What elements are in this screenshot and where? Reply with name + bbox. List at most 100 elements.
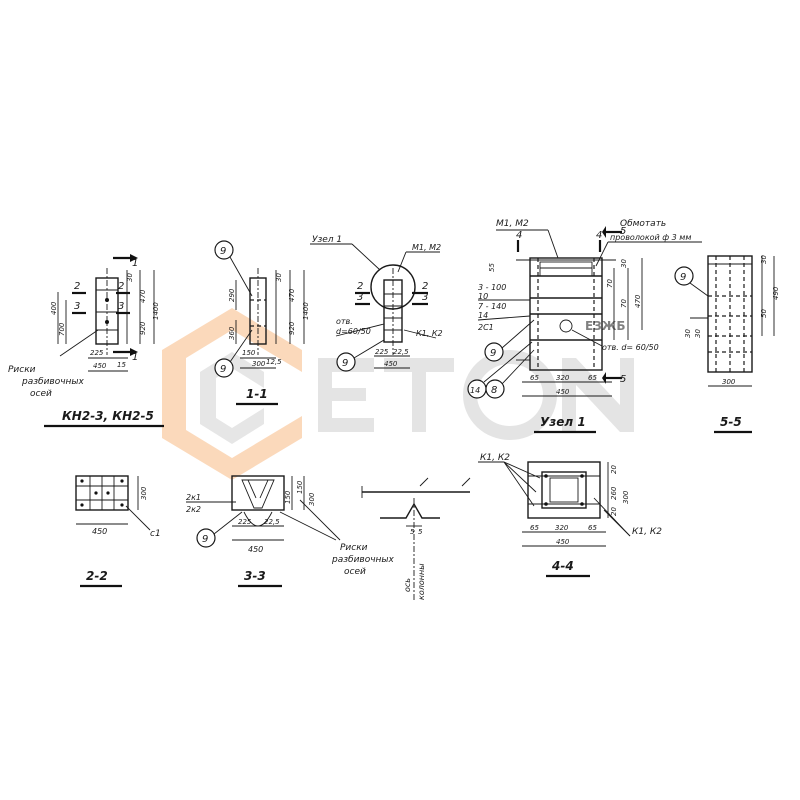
dim-450: 450: [93, 362, 107, 370]
dim-5-b: 5: [418, 528, 423, 536]
watermark-small-text: ЕЗЖБ: [585, 319, 626, 333]
note-riski-1: Риски: [8, 365, 36, 375]
dim-450-22: 450: [92, 527, 107, 536]
dim-450-33: 450: [248, 545, 263, 554]
dim-300-55: 300: [722, 378, 736, 386]
bubble-9-c: 9: [342, 358, 348, 369]
dim-15: 15: [117, 361, 126, 369]
section-mark-2-right: 2: [118, 281, 124, 292]
note-riski-2: Риски: [340, 543, 368, 553]
note-osei-2: осей: [344, 567, 366, 577]
bubble-9-a: 9: [220, 246, 226, 257]
dim-470-uzel: 470: [634, 294, 642, 308]
section-mark-3-side-l: 3: [357, 292, 363, 303]
section-mark-2-side-l: 2: [357, 281, 363, 292]
dim-360: 360: [228, 326, 236, 340]
view-section-2-2: 300 450 с1 2-2: [75, 475, 161, 588]
section-mark-4-right: 4: [596, 230, 602, 241]
label-7-140: 7 - 140: [478, 302, 506, 311]
section-mark-1-top: 1: [132, 258, 138, 269]
label-provolokoy: проволокой ф 3 мм: [610, 233, 691, 242]
dim-65-44-b: 65: [588, 524, 597, 532]
bubble-9-d: 9: [490, 348, 496, 359]
label-k1k2-side: К1, К2: [416, 329, 443, 338]
view-section-1-1: 9 9 290 360 30 470 1400 920 150 300 12,5…: [214, 240, 310, 406]
dim-470-b: 470: [288, 288, 296, 302]
label-os: ось: [403, 578, 412, 592]
label-k1k2-bottom: К1, К2: [632, 527, 662, 537]
dim-70-a: 70: [606, 279, 614, 288]
view-uzel1: М1, М2 Обмотать проволокой ф 3 мм 5 4 4 …: [467, 219, 702, 434]
label-otv-side: отв.: [336, 317, 353, 326]
dim-55-uzel: 55: [488, 263, 496, 272]
dim-20-44-b: 20: [610, 507, 618, 516]
dim-700: 700: [58, 322, 66, 336]
dim-450-44: 450: [556, 538, 570, 546]
dim-290: 290: [228, 288, 236, 302]
section-mark-5-top: 5: [620, 226, 626, 237]
title-2-2: 2-2: [86, 569, 108, 583]
dim-30-uzel: 30: [620, 259, 628, 268]
title-kn2: КН2-3, КН2-5: [62, 409, 154, 423]
note-razbivochnyh-2: разбивочных: [331, 555, 395, 565]
title-uzel1: Узел 1: [540, 415, 586, 429]
dim-470: 470: [139, 289, 147, 303]
dim-300-33: 300: [308, 492, 316, 506]
dim-30-55-b: 30: [684, 329, 692, 338]
dim-20-44-a: 20: [610, 465, 618, 474]
view-riski-detail: 5 5 ось колонны: [361, 477, 471, 600]
label-kolonny: колонны: [417, 563, 426, 600]
dim-70-b: 70: [620, 299, 628, 308]
section-mark-2-side-r: 2: [422, 281, 428, 292]
label-m1m2-callout: М1, М2: [412, 243, 441, 252]
note-razbivochnyh-1: разбивочных: [21, 377, 85, 387]
label-otv-d-uzel: отв. d= 60/50: [602, 343, 659, 352]
dim-30-b: 30: [275, 273, 283, 282]
view-section-4-4: К1, К2 К1, К2 20 260 20 300 65 320 65 45…: [478, 453, 662, 578]
label-3-100: 3 - 100: [478, 283, 506, 292]
label-obmotat: Обмотать: [620, 219, 666, 229]
dim-150-33: 150: [284, 490, 292, 504]
view-kn2-front: 1 1 2 3 2 3 30 470 1400 920 400 700 225 …: [8, 254, 164, 428]
dim-300-22: 300: [140, 486, 148, 500]
dim-30: 30: [126, 273, 134, 282]
section-mark-3-side-r: 3: [422, 292, 428, 303]
dim-300-44: 300: [622, 490, 630, 504]
title-1-1: 1-1: [246, 387, 268, 401]
dim-65-44-a: 65: [530, 524, 539, 532]
dim-150: 150: [242, 349, 256, 357]
label-m1m2-uzel: М1, М2: [496, 219, 529, 229]
section-mark-2-left: 2: [74, 281, 80, 292]
bubble-14: 14: [470, 386, 480, 395]
view-section-3-3: 2к1 2к2 150 150 300 225 22,5 450 9 Риски…: [186, 475, 395, 588]
bubble-9-f: 9: [202, 534, 208, 545]
dim-450-side: 450: [384, 360, 398, 368]
dim-150-33-b: 150: [296, 480, 304, 494]
bubble-9-e: 9: [680, 272, 686, 283]
section-mark-4-left: 4: [516, 230, 522, 241]
dim-320-44: 320: [555, 524, 569, 532]
label-2k2: 2к2: [186, 505, 201, 514]
dim-30-55: 30: [760, 255, 768, 264]
dim-12-5: 12,5: [266, 358, 282, 366]
title-4-4: 4-4: [551, 559, 574, 573]
label-uzel1-callout: Узел 1: [312, 235, 342, 245]
dim-22-5-side: 22,5: [393, 348, 409, 356]
dim-300: 300: [252, 360, 266, 368]
dim-65-a: 65: [530, 374, 539, 382]
eton-watermark: ЕЗЖБ: [162, 308, 634, 480]
label-14: 14: [478, 311, 488, 320]
dim-1400-b: 1400: [302, 302, 310, 320]
dim-400: 400: [50, 301, 58, 315]
title-5-5: 5-5: [720, 415, 742, 429]
label-2c1: 2С1: [478, 323, 494, 332]
label-2k1: 2к1: [186, 493, 201, 502]
section-mark-3-left: 3: [74, 301, 80, 312]
dim-490: 490: [772, 286, 780, 300]
view-section-5-5: 9 30 490 50 30 30 300 5-5: [674, 255, 780, 434]
dim-225-33: 225: [238, 518, 252, 526]
dim-50-55: 50: [760, 309, 768, 318]
note-osei-1: осей: [30, 389, 52, 399]
dim-65-b: 65: [588, 374, 597, 382]
